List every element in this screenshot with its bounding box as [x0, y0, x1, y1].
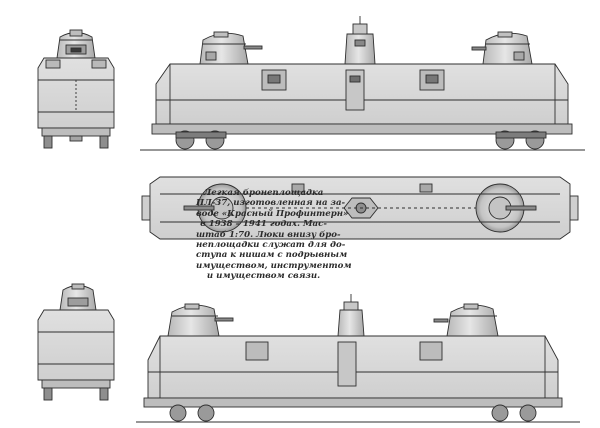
- top-end-view: [37, 29, 115, 149]
- plan-view: [141, 176, 579, 240]
- caption-line: ступа к нишам с подрывным: [196, 250, 348, 261]
- caption-line: имуществом, инструментом: [196, 260, 352, 271]
- top-side-view: [140, 16, 585, 151]
- caption-line: ПЛ-37, изготовленная на за-: [196, 198, 346, 209]
- caption-line: воде «Красный Профинтерн»: [196, 208, 349, 219]
- figure-caption: Легкая бронеплощадка ПЛ-37, изготовленна…: [196, 188, 352, 282]
- caption-line: и имуществом связи.: [206, 271, 321, 282]
- caption-line: неплощадки служат для до-: [196, 240, 346, 251]
- bottom-side-view: [136, 294, 580, 423]
- caption-line: Легкая бронеплощадка: [203, 188, 324, 198]
- caption-line: в 1938 – 1941 годах. Мас-: [200, 219, 327, 230]
- bottom-end-view: [37, 283, 115, 401]
- caption-line: штаб 1:70. Люки внизу бро-: [196, 229, 341, 240]
